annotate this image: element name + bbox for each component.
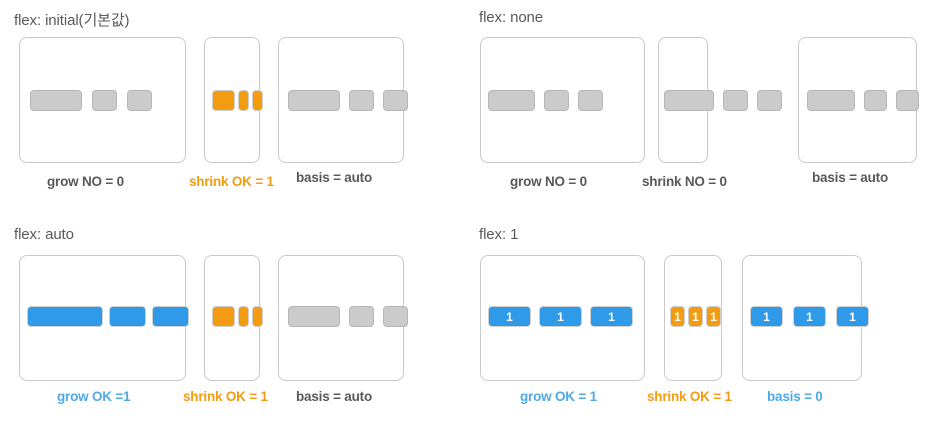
caption-flex-none-basis: basis = auto [812,170,889,185]
flex-item: 1 [706,306,721,327]
panel-title-flex-1: flex: 1 [479,226,519,243]
flex-item: 1 [750,306,783,327]
caption-flex-auto-shrink: shrink OK = 1 [183,389,268,404]
flex-item [383,90,408,111]
flex-item [252,306,263,327]
flex-item [27,306,103,327]
items-flex-1-basis: 1 1 1 [750,306,869,327]
flex-item: 1 [670,306,685,327]
flex-item [383,306,408,327]
caption-flex-none-grow: grow NO = 0 [510,174,587,189]
flex-item: 1 [688,306,703,327]
flex-item [488,90,535,111]
panel-title-flex-initial: flex: initial(기본값) [14,12,130,29]
items-flex-none-grow [488,90,603,111]
flex-item: 1 [793,306,826,327]
flex-item [288,306,340,327]
flex-item [238,306,249,327]
panel-flex-none: flex: none grow NO = 0 shrink NO = 0 bas… [470,0,940,213]
flex-item [238,90,249,111]
flex-item [109,306,146,327]
caption-flex-auto-grow: grow OK =1 [57,389,131,404]
panel-flex-auto: flex: auto grow OK =1 shrink OK = 1 basi… [0,213,470,427]
items-flex-none-basis [807,90,919,111]
items-flex-initial-basis [288,90,408,111]
flex-item [349,306,374,327]
flex-item [30,90,82,111]
caption-flex-initial-shrink: shrink OK = 1 [189,174,274,189]
flex-item [723,90,748,111]
caption-flex-initial-basis: basis = auto [296,170,373,185]
panel-flex-initial: flex: initial(기본값) grow NO = 0 shrink OK… [0,0,470,213]
panel-flex-1: flex: 1 1 1 1 grow OK = 1 1 1 1 shrink O… [470,213,940,427]
items-flex-auto-shrink [212,306,263,327]
items-flex-none-shrink [664,90,782,111]
items-flex-1-shrink: 1 1 1 [670,306,721,327]
flex-item [757,90,782,111]
flex-item: 1 [836,306,869,327]
items-flex-initial-grow [30,90,152,111]
caption-flex-auto-basis: basis = auto [296,389,373,404]
flex-item [127,90,152,111]
caption-flex-1-shrink: shrink OK = 1 [647,389,732,404]
flex-item [92,90,117,111]
flex-item [664,90,714,111]
flex-item: 1 [539,306,582,327]
flex-item [807,90,855,111]
caption-flex-1-basis: basis = 0 [767,389,823,404]
panel-title-flex-none: flex: none [479,9,544,26]
flex-item: 1 [488,306,531,327]
caption-flex-none-shrink: shrink NO = 0 [642,174,727,189]
flex-item [288,90,340,111]
caption-flex-initial-grow: grow NO = 0 [47,174,124,189]
flex-item [252,90,263,111]
flex-item [578,90,603,111]
flex-item [152,306,189,327]
flex-item [349,90,374,111]
flex-item [896,90,919,111]
items-flex-1-grow: 1 1 1 [488,306,633,327]
items-flex-auto-grow [27,306,189,327]
items-flex-auto-basis [288,306,408,327]
panel-title-flex-auto: flex: auto [14,226,74,243]
flex-item: 1 [590,306,633,327]
items-flex-initial-shrink [212,90,263,111]
flex-item [212,90,235,111]
flex-item [544,90,569,111]
caption-flex-1-grow: grow OK = 1 [520,389,597,404]
flex-item [864,90,887,111]
flex-item [212,306,235,327]
